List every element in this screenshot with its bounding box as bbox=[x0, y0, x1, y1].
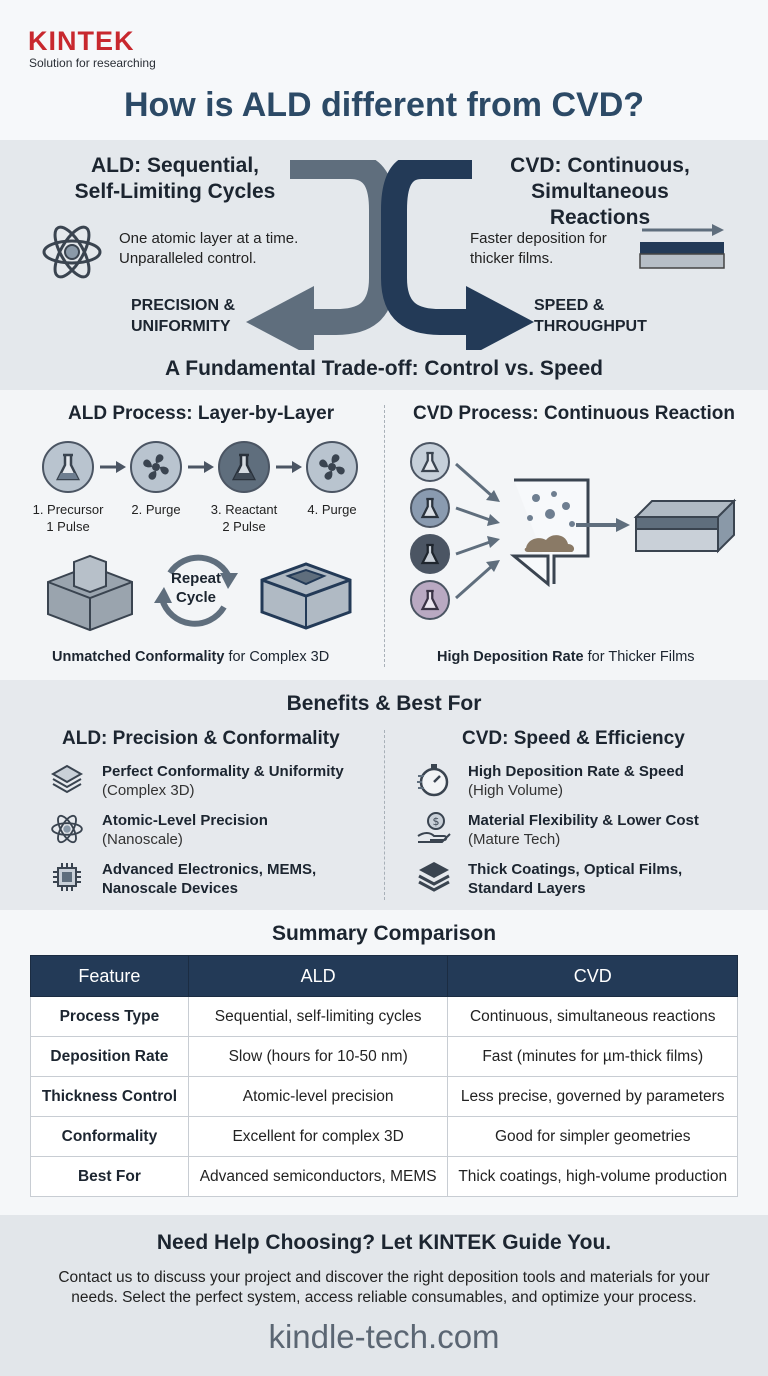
flask-icon bbox=[218, 441, 270, 493]
cvd-benefits-heading: CVD: Speed & Efficiency bbox=[462, 728, 685, 749]
table-cell: Thickness Control bbox=[30, 1076, 189, 1117]
footer-body: Contact us to discuss your project and d… bbox=[58, 1269, 710, 1306]
table-cell: Excellent for complex 3D bbox=[187, 1116, 449, 1157]
repeat-cycle-icon bbox=[154, 554, 238, 627]
thick-film-block-icon bbox=[633, 498, 737, 554]
atom-icon bbox=[42, 225, 102, 279]
flask-icon bbox=[410, 580, 450, 620]
table-header-row: Feature ALD CVD bbox=[30, 955, 738, 997]
flask-icon bbox=[410, 534, 450, 574]
footer-band bbox=[0, 1215, 768, 1376]
cvd-arrow-head bbox=[466, 286, 534, 350]
cvd-overview-heading: CVD: Continuous, Simultaneous Reactions bbox=[510, 154, 690, 229]
summary-heading: Summary Comparison bbox=[271, 922, 497, 945]
cvd-arrow bbox=[381, 160, 472, 335]
cvd-process-caption: High Deposition Rate for Thicker Films bbox=[437, 649, 695, 665]
cvd-overview-desc: Faster deposition for thicker films. bbox=[470, 230, 607, 267]
table-cell: Less precise, governed by parameters bbox=[447, 1076, 738, 1117]
ald-benefit-2: Atomic-Level Precision(Nanoscale) bbox=[102, 812, 268, 848]
table-cell: Conformality bbox=[30, 1116, 189, 1157]
table-cell: Fast (minutes for µm-thick films) bbox=[447, 1036, 738, 1077]
arrow-right-icon bbox=[188, 461, 214, 473]
process-divider bbox=[384, 405, 385, 667]
tradeoff-heading: A Fundamental Trade-off: Control vs. Spe… bbox=[165, 357, 603, 380]
coated-3d-structure-icon bbox=[260, 562, 352, 630]
footer-heading: Need Help Choosing? Let KINTEK Guide You… bbox=[156, 1231, 612, 1254]
table-cell: Slow (hours for 10-50 nm) bbox=[187, 1036, 449, 1077]
hand-coin-icon: $ bbox=[417, 812, 451, 843]
table-cell: Best For bbox=[30, 1156, 189, 1197]
flask-icon bbox=[42, 441, 94, 493]
cvd-overview-result: SPEED & THROUGHPUT bbox=[534, 297, 647, 335]
fan-icon bbox=[130, 441, 182, 493]
fan-icon bbox=[306, 441, 358, 493]
table-cell: Thick coatings, high-volume production bbox=[447, 1156, 738, 1197]
column-header-feature: Feature bbox=[30, 955, 189, 997]
ald-step-4: 4. Purge bbox=[307, 502, 357, 517]
stopwatch-icon bbox=[417, 764, 449, 797]
benefits-divider bbox=[384, 730, 385, 900]
ald-overview-heading: ALD: Sequential, Self-Limiting Cycles bbox=[74, 154, 276, 203]
diverging-arrows-graphic bbox=[246, 160, 534, 350]
table-cell: Continuous, simultaneous reactions bbox=[447, 996, 738, 1037]
column-header-ald: ALD bbox=[187, 955, 449, 997]
ald-process-caption: Unmatched Conformality for Complex 3D bbox=[52, 649, 330, 665]
cvd-benefit-3: Thick Coatings, Optical Films,Standard L… bbox=[468, 861, 683, 897]
table-cell: Advanced semiconductors, MEMS bbox=[187, 1156, 449, 1197]
arrow-right-icon bbox=[576, 518, 630, 532]
table-cell: Atomic-level precision bbox=[187, 1076, 449, 1117]
3d-structure-icon bbox=[47, 554, 133, 632]
table-cell: Good for simpler geometries bbox=[447, 1116, 738, 1157]
flask-icon bbox=[410, 442, 450, 482]
table-cell: Sequential, self-limiting cycles bbox=[187, 996, 449, 1037]
reaction-chamber-icon bbox=[509, 478, 590, 588]
brand-tagline: Solution for researching bbox=[29, 56, 156, 70]
cvd-process-heading: CVD Process: Continuous Reaction bbox=[413, 403, 735, 424]
ald-benefits-heading: ALD: Precision & Conformality bbox=[62, 728, 340, 749]
table-cell: Process Type bbox=[30, 996, 189, 1037]
ald-arrow-head bbox=[246, 286, 314, 350]
ald-step-2: 2. Purge bbox=[131, 502, 181, 517]
layers-icon bbox=[50, 764, 84, 794]
ald-overview-result: PRECISION & UNIFORMITY bbox=[131, 297, 236, 335]
page-title: How is ALD different from CVD? bbox=[123, 86, 645, 124]
layered-film-arrow-icon bbox=[639, 224, 725, 269]
brand-logo: KINTEK bbox=[28, 26, 135, 56]
atom-icon bbox=[51, 814, 83, 844]
ald-process-heading: ALD Process: Layer-by-Layer bbox=[68, 403, 335, 424]
ald-overview-desc: One atomic layer at a time. Unparalleled… bbox=[119, 230, 299, 267]
column-header-cvd: CVD bbox=[447, 955, 738, 997]
benefits-heading: Benefits & Best For bbox=[286, 692, 482, 715]
arrow-right-icon bbox=[100, 461, 126, 473]
gas-flow-arrows bbox=[455, 462, 500, 600]
chip-icon bbox=[53, 863, 81, 891]
header-band bbox=[0, 0, 768, 140]
flask-icon bbox=[410, 488, 450, 528]
repeat-cycle-label: Repeat Cycle bbox=[170, 570, 222, 606]
website-link[interactable]: kindle-tech.com bbox=[268, 1318, 500, 1355]
ald-benefit-1: Perfect Conformality & Uniformity(Comple… bbox=[102, 763, 344, 799]
table-cell: Deposition Rate bbox=[30, 1036, 189, 1077]
arrow-right-icon bbox=[276, 461, 302, 473]
cvd-benefit-1: High Deposition Rate & Speed(High Volume… bbox=[468, 763, 684, 799]
stack-icon bbox=[418, 862, 450, 892]
ald-benefit-3: Advanced Electronics, MEMS,Nanoscale Dev… bbox=[102, 861, 317, 897]
svg-text:$: $ bbox=[433, 815, 440, 828]
cvd-benefit-2: Material Flexibility & Lower Cost(Mature… bbox=[468, 812, 699, 848]
